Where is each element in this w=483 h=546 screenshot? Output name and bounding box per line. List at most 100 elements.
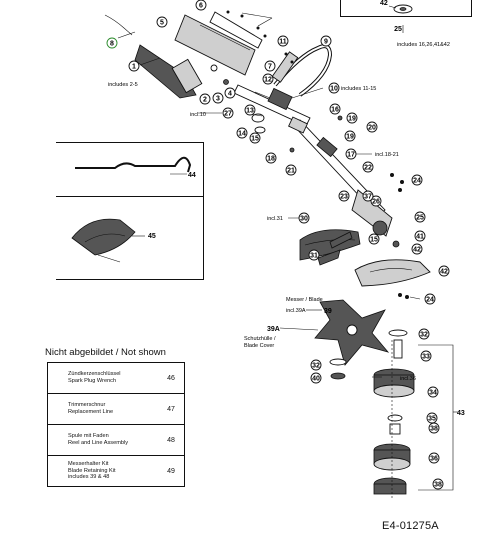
- svg-text:4: 4: [228, 91, 232, 98]
- svg-text:37: 37: [364, 194, 372, 201]
- callout-5: 5: [156, 16, 168, 28]
- callout-41: 41: [414, 230, 426, 242]
- svg-text:16: 16: [331, 107, 339, 114]
- svg-text:includes 2-5: includes 2-5: [108, 82, 138, 88]
- callout-20b: 15: [368, 233, 380, 245]
- callout-21: 21: [285, 164, 297, 176]
- not-shown-number: 48: [167, 436, 175, 444]
- callout-19: 19: [346, 112, 358, 124]
- svg-text:15: 15: [251, 136, 259, 143]
- callout-2: 2: [199, 93, 211, 105]
- svg-text:26: 26: [372, 199, 380, 206]
- svg-text:Messer / Blade: Messer / Blade: [286, 297, 323, 303]
- callout-14: 14: [236, 127, 248, 139]
- svg-text:34: 34: [429, 390, 437, 397]
- callout-31: 31: [308, 249, 320, 261]
- svg-text:incl.36: incl.36: [400, 376, 416, 382]
- callout-3: 3: [212, 92, 224, 104]
- shaft-clamps: [251, 113, 338, 158]
- shoulder-hook: [75, 156, 192, 173]
- callout-30: 30: [298, 212, 310, 224]
- svg-text:32: 32: [312, 363, 320, 370]
- svg-text:10: 10: [330, 86, 338, 93]
- trimmer-head-stack: [373, 368, 415, 495]
- callout-18: 18: [265, 152, 277, 164]
- svg-text:18: 18: [267, 156, 275, 163]
- svg-text:15: 15: [370, 237, 378, 244]
- guard-bracket: [317, 231, 353, 266]
- harness-strap: [71, 218, 136, 263]
- svg-text:5: 5: [160, 20, 164, 27]
- svg-text:8: 8: [110, 41, 114, 48]
- leader-lines: [132, 12, 421, 378]
- accessory-detail-frame: [56, 142, 204, 280]
- plain-number-labels: 42 25 39 39A 43 44 45: [148, 0, 465, 417]
- callouts: 1 2 3 4 5 6 7 8 9 10 11 12 13 14 15 16 1…: [106, 0, 450, 490]
- svg-text:40: 40: [312, 376, 320, 383]
- callout-38: 38: [428, 422, 440, 434]
- callout-16: 16: [329, 103, 341, 115]
- svg-text:includes 16,26,41&42: includes 16,26,41&42: [397, 42, 450, 48]
- not-shown-desc: Messerhalter Kit Blade Retaining Kit inc…: [68, 461, 116, 481]
- callout-20: 20: [366, 121, 378, 133]
- callout-26: 26: [370, 195, 382, 207]
- callout-32b: 32: [310, 359, 322, 371]
- part-notes: includes 2-5 incl.10 includes 11-15 incl…: [108, 42, 450, 382]
- callout-13: 13: [244, 104, 256, 116]
- svg-text:24: 24: [426, 297, 434, 304]
- svg-text:44: 44: [188, 172, 196, 179]
- callout-10: 10: [328, 82, 340, 94]
- svg-text:42: 42: [380, 0, 388, 7]
- blade-washers: [329, 329, 408, 380]
- callout-23: 23: [338, 190, 350, 202]
- callout-19b: 19: [344, 130, 356, 142]
- callout-32a: 32: [418, 328, 430, 340]
- not-shown-number: 46: [167, 374, 175, 382]
- callout-33: 33: [420, 350, 432, 362]
- inset-washer: [393, 4, 413, 14]
- svg-text:45: 45: [148, 233, 156, 240]
- callout-34: 34: [427, 386, 439, 398]
- svg-text:incl.31: incl.31: [267, 216, 283, 222]
- svg-text:25: 25: [416, 215, 424, 222]
- callout-25b: 25: [414, 211, 426, 223]
- svg-text:31: 31: [310, 253, 318, 260]
- callout-17: 17: [345, 148, 357, 160]
- cutting-blade: [314, 299, 390, 366]
- callout-1: 1: [128, 60, 140, 72]
- svg-text:11: 11: [279, 39, 287, 46]
- engine-housing-upper: [174, 11, 263, 76]
- svg-text:22: 22: [364, 165, 372, 172]
- svg-text:38: 38: [434, 482, 442, 489]
- svg-text:42: 42: [440, 269, 448, 276]
- throttle-cable: [104, 14, 136, 39]
- callout-37: 37: [362, 190, 374, 202]
- svg-text:33: 33: [422, 354, 430, 361]
- drawing-number: E4-01275A: [382, 520, 439, 532]
- svg-text:30: 30: [300, 216, 308, 223]
- svg-text:9: 9: [324, 39, 328, 46]
- svg-text:Blade Cover: Blade Cover: [244, 343, 274, 349]
- svg-text:21: 21: [287, 168, 295, 175]
- callout-7: 7: [264, 60, 276, 72]
- svg-text:1: 1: [132, 64, 136, 71]
- svg-text:includes 11-15: includes 11-15: [341, 86, 376, 92]
- callout-27: 27: [222, 107, 234, 119]
- callout-12: 12: [262, 73, 274, 85]
- svg-text:incl.18-21: incl.18-21: [375, 152, 399, 158]
- callout-6: 6: [195, 0, 207, 11]
- svg-text:27: 27: [224, 111, 232, 118]
- callout-24a: 24: [411, 174, 423, 186]
- not-shown-table: Zündkerzenschlüssel Spark Plug Wrench 46…: [47, 362, 185, 487]
- svg-text:17: 17: [347, 152, 355, 159]
- not-shown-desc: Zündkerzenschlüssel Spark Plug Wrench: [68, 371, 121, 384]
- svg-text:incl.39A: incl.39A: [286, 308, 306, 314]
- not-shown-number: 49: [167, 467, 175, 475]
- not-shown-desc: Spule mit Faden Reel and Line Assembly: [68, 433, 129, 446]
- gear-head: [351, 189, 393, 237]
- svg-text:2: 2: [203, 97, 207, 104]
- svg-text:25: 25: [394, 26, 402, 33]
- svg-text:14: 14: [238, 131, 246, 138]
- svg-text:35: 35: [428, 416, 436, 423]
